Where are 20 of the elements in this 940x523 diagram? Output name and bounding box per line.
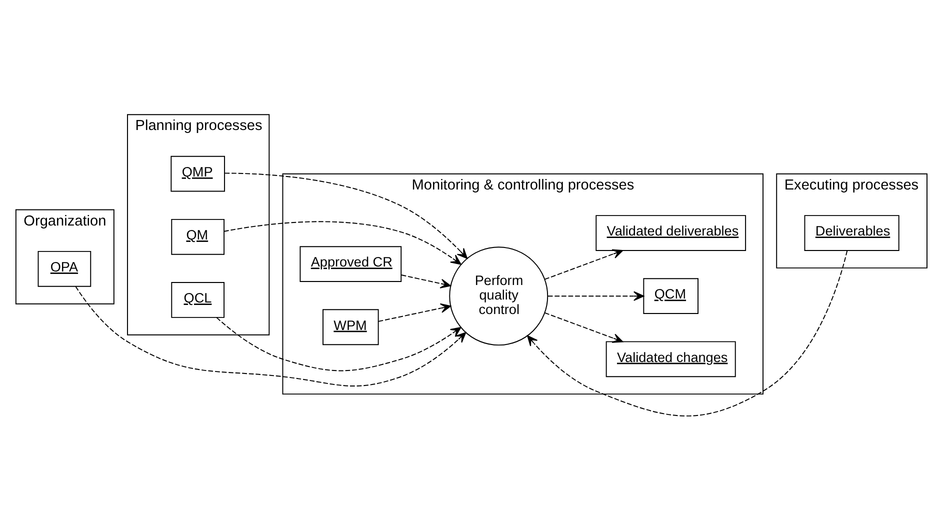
node-box: Validated changes xyxy=(606,341,736,378)
node-box: OPA xyxy=(38,250,92,287)
arrow xyxy=(400,274,451,288)
arrow xyxy=(544,312,624,343)
node-box: QM xyxy=(171,218,225,255)
arrow xyxy=(547,291,644,301)
arrow xyxy=(544,249,624,280)
arrow xyxy=(224,172,468,259)
arrow xyxy=(224,221,462,265)
arrow xyxy=(378,303,452,322)
node-box: Validated deliverables xyxy=(596,215,746,251)
node-box: Deliverables xyxy=(804,215,900,251)
arrow xyxy=(527,250,848,416)
node-box: QCM xyxy=(643,278,698,314)
node-box: QMP xyxy=(170,156,226,192)
arrow xyxy=(75,286,466,386)
node-box: WPM xyxy=(322,309,379,346)
node-box: QCL xyxy=(171,282,225,318)
node-box: Approved CR xyxy=(300,246,402,282)
arrow xyxy=(216,317,462,372)
